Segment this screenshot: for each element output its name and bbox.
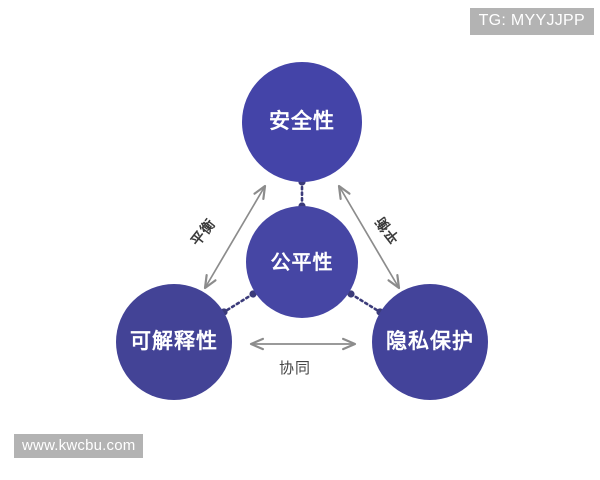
node-interpretability[interactable]: 可解释性	[116, 284, 232, 400]
node-privacy[interactable]: 隐私保护	[372, 284, 488, 400]
edge-label-synergy: 协同	[279, 359, 312, 377]
node-security[interactable]: 安全性	[242, 62, 362, 182]
connector-fairness-privacy	[347, 290, 384, 316]
arrow-balance-right	[337, 184, 401, 290]
connector-fairness-security	[298, 178, 306, 210]
node-privacy-label: 隐私保护	[386, 329, 474, 354]
node-security-label: 安全性	[269, 109, 335, 134]
node-interpretability-label: 可解释性	[130, 329, 218, 354]
node-fairness[interactable]: 公平性	[246, 206, 358, 318]
watermark-top-right: TG: MYYJJPP	[469, 8, 594, 35]
arrow-balance-left	[203, 184, 267, 290]
node-fairness-label: 公平性	[270, 250, 334, 274]
connector-fairness-interpretability	[220, 290, 257, 316]
watermark-bottom-left: www.kwcbu.com	[14, 434, 144, 458]
